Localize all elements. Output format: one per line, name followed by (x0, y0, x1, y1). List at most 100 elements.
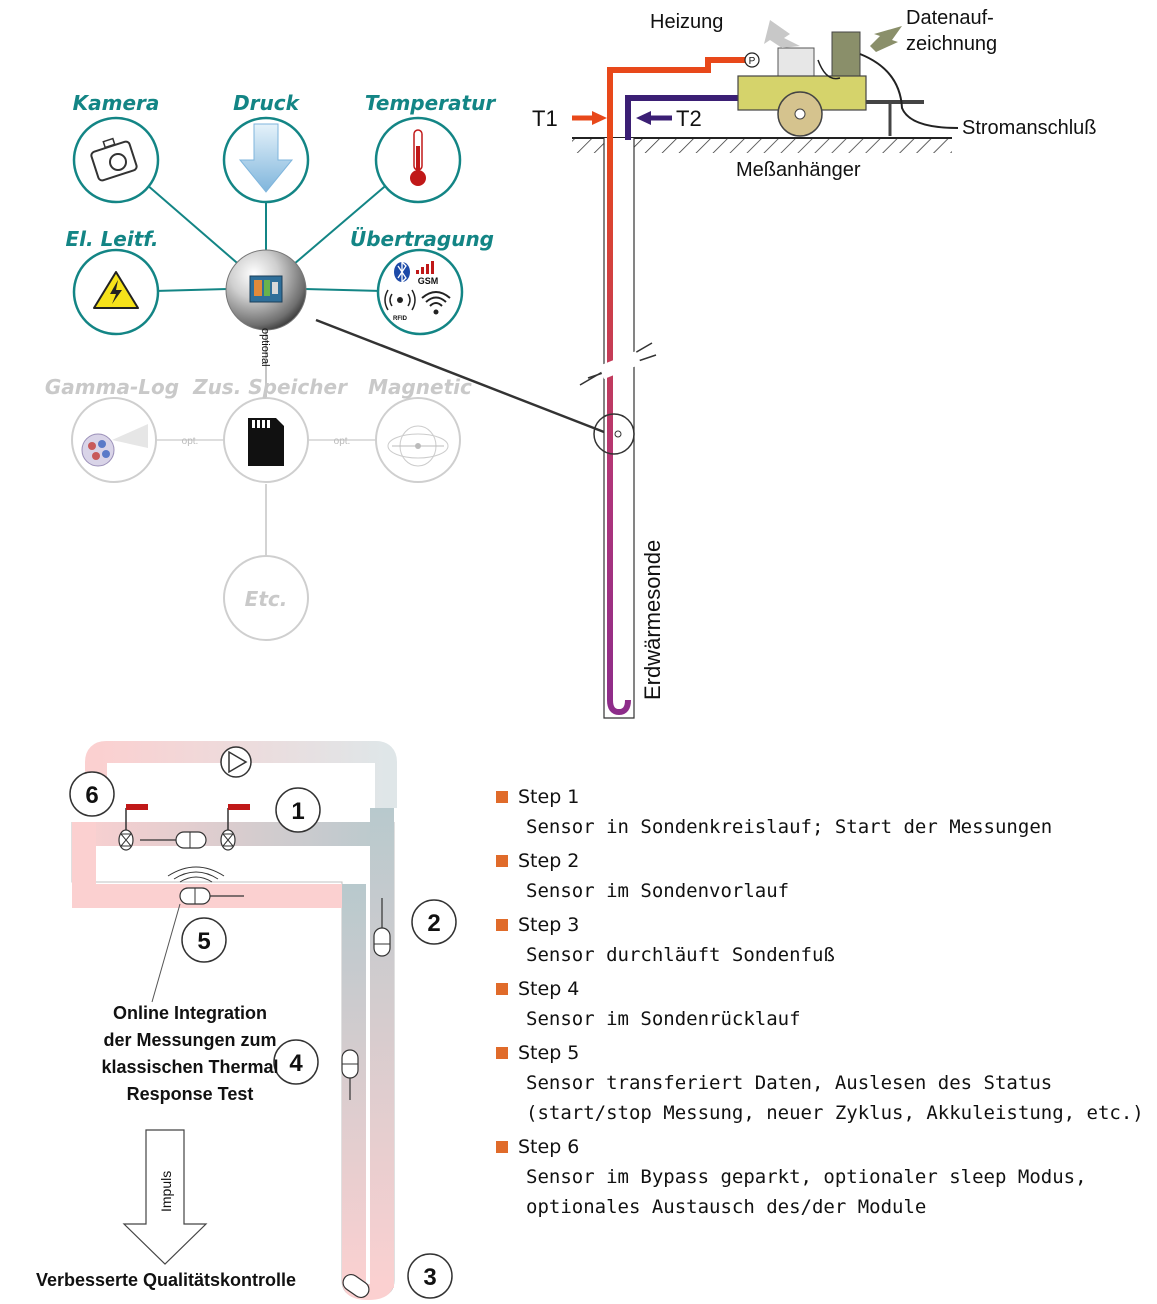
temperatur-label: Temperatur (365, 91, 497, 115)
bullet-icon (496, 919, 508, 931)
return-vertical-pipe (370, 808, 394, 1288)
t2-arrow-head (636, 111, 651, 125)
memory-card-icon (248, 418, 284, 466)
magnetic-label: Magnetic (368, 375, 472, 399)
sensor-capsule-step5 (179, 887, 244, 905)
pump-symbol-label: P (749, 56, 756, 67)
step-item-3: Step 3 Sensor durchläuft Sondenfuß (496, 910, 1156, 970)
marker-6-label: 6 (85, 782, 98, 809)
step-desc: Sensor im Bypass geparkt, optionaler sle… (526, 1166, 1087, 1218)
step-title: Step 3 (518, 914, 580, 936)
step-desc: Sensor durchläuft Sondenfuß (526, 944, 835, 966)
impuls-arrow (122, 1129, 208, 1265)
sensor-position-circle (593, 413, 635, 455)
bullet-icon (496, 791, 508, 803)
step-desc: Sensor im Sondenvorlauf (526, 880, 790, 902)
heater-pointer-arrow (764, 20, 800, 48)
step-item-5: Step 5 Sensor transferiert Daten, Ausles… (496, 1038, 1156, 1128)
trailer-label: Meßanhänger (736, 159, 861, 181)
datalogger-pointer-arrow (870, 26, 902, 52)
quality-text: Verbesserte Qualitätskontrolle (35, 1270, 297, 1290)
integration-pointer-line (151, 903, 181, 1003)
marker-5 (181, 917, 227, 963)
heater-label: Heizung (650, 11, 723, 33)
measurement-trailer: P (737, 31, 959, 137)
uebertragung-label: Übertragung (350, 227, 494, 251)
return-vertical-inner (342, 884, 366, 1284)
sensor-capsule-step4 (341, 1049, 359, 1100)
gsm-label: GSM (418, 276, 439, 286)
supply-pipe-surface (607, 57, 745, 140)
return-pipe-surface (625, 95, 742, 140)
t1-arrow-head (592, 111, 607, 125)
marker-3-label: 3 (423, 1264, 436, 1291)
integration-text: Online Integration der Messungen zum kla… (101, 1003, 279, 1104)
bullet-icon (496, 1141, 508, 1153)
uebertragung-node (376, 248, 464, 336)
marker-3 (407, 1253, 453, 1299)
circuit-board-icon (249, 275, 283, 303)
zus-speicher-label: Zus. Speicher (192, 375, 348, 399)
break-gap (598, 351, 642, 379)
t1-label: T1 (532, 106, 558, 131)
magnetic-field-icon (387, 425, 449, 467)
valve-right (220, 804, 250, 851)
sensor-to-probe-line (315, 318, 605, 434)
heater-box (777, 47, 815, 81)
step-item-1: Step 1 Sensor in Sondenkreislauf; Start … (496, 782, 1156, 842)
supply-pipe (607, 138, 631, 716)
sensor-position-dot (614, 430, 622, 438)
bluetooth-icon (394, 260, 410, 284)
sensor-capsule-step2 (373, 898, 391, 957)
step-title: Step 2 (518, 850, 580, 872)
marker-6 (69, 771, 115, 817)
thermometer-icon (410, 129, 426, 186)
bullet-icon (496, 983, 508, 995)
step-title: Step 6 (518, 1136, 580, 1158)
step-item-2: Step 2 Sensor im Sondenvorlauf (496, 846, 1156, 906)
magnetic-node (375, 397, 461, 483)
ground-hatch (572, 138, 952, 153)
bullet-icon (496, 1047, 508, 1059)
trailer-axle (794, 108, 806, 120)
el-leitf-label: El. Leitf. (65, 227, 158, 251)
sensor-module-hub: Kamera Druck Temperatur El. Leitf. (45, 91, 605, 641)
marker-4 (273, 1039, 319, 1085)
step-title: Step 5 (518, 1042, 580, 1064)
marker-2 (411, 899, 457, 945)
pump-symbol (744, 52, 760, 68)
step-desc: Sensor im Sondenrücklauf (526, 1008, 801, 1030)
opt-label-right: opt. (334, 436, 351, 447)
rfid-label: RFID (393, 316, 408, 322)
etc-label: Etc. (245, 587, 288, 611)
impuls-label: Impuls (158, 1171, 174, 1212)
rfid-icon: RFID (384, 289, 416, 322)
gsm-icon: GSM (416, 261, 438, 286)
internal-cable (817, 59, 841, 80)
datalogger-label-line1: Datenauf- (906, 7, 994, 29)
marker-4-label: 4 (289, 1050, 303, 1077)
pipe-separator (366, 884, 370, 1284)
probe-label: Erdwärmesonde (640, 540, 665, 700)
ground-probe-diagram: T1 T2 P Heizung Datenauf- zeichnung Stro… (532, 7, 1097, 719)
step-title: Step 1 (518, 786, 580, 808)
marker-1 (275, 787, 321, 833)
sensor-capsule-step3 (342, 1273, 370, 1299)
high-voltage-icon (93, 271, 139, 309)
step-item-6: Step 6 Sensor im Bypass geparkt, optiona… (496, 1132, 1156, 1222)
loop-diagram: 6 1 2 5 4 3 Impuls (69, 741, 457, 1300)
wifi-icon (421, 291, 451, 315)
sensor-capsule-bypass (140, 831, 207, 849)
pump-triangle-icon (228, 750, 248, 774)
gamma-particle-icon (81, 424, 148, 467)
pressure-arrow-icon (238, 123, 294, 193)
marker-1-label: 1 (291, 798, 304, 825)
power-connection-label: Stromanschluß (962, 117, 1097, 139)
datalogger-box (831, 31, 861, 81)
gamma-log-label: Gamma-Log (45, 375, 179, 399)
power-cable (859, 53, 959, 129)
bullet-icon (496, 855, 508, 867)
optional-label: optional (259, 328, 271, 367)
step-desc: Sensor in Sondenkreislauf; Start der Mes… (526, 816, 1053, 838)
signal-waves-icon (167, 866, 225, 883)
